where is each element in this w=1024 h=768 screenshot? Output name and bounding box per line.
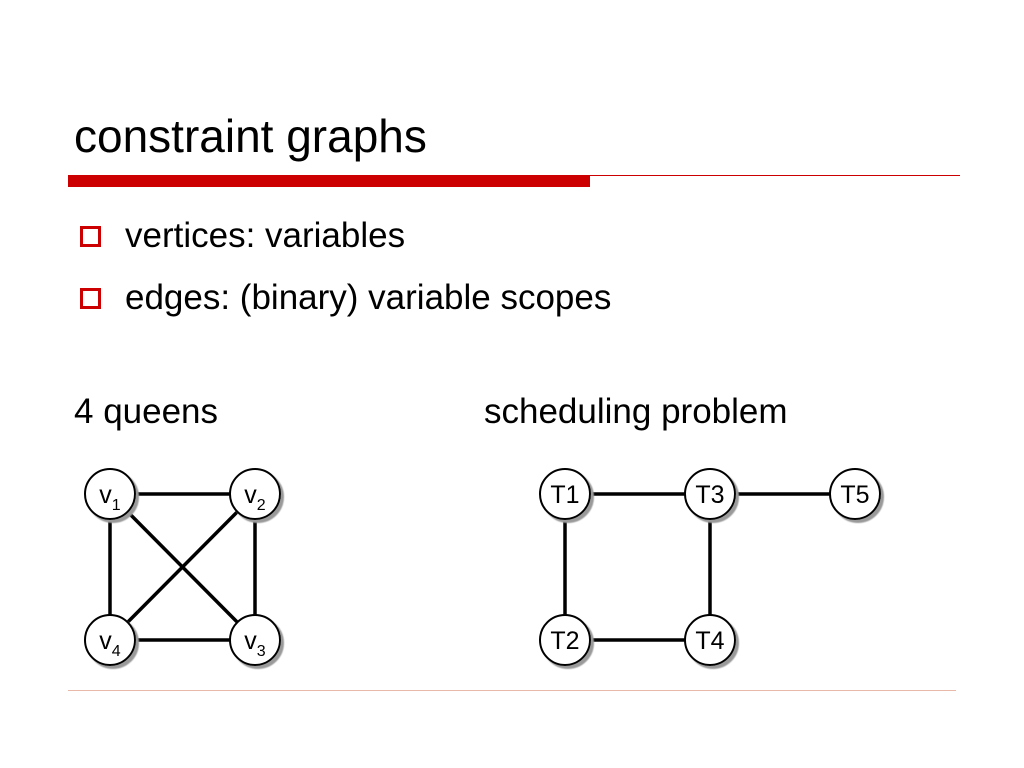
node-label-subscript: 4 xyxy=(112,643,121,660)
node-label-letter: v xyxy=(244,481,257,509)
node-circle xyxy=(84,614,136,666)
bullet-text: edges: (binary) variable scopes xyxy=(125,278,612,317)
title-underline-thin xyxy=(590,175,960,176)
node-label-letter: v xyxy=(244,627,257,655)
node-t1: T1 xyxy=(539,468,591,520)
node-v3: v3 xyxy=(229,614,281,666)
node-circle xyxy=(539,468,591,520)
node-circle xyxy=(229,468,281,520)
square-bullet-icon xyxy=(80,225,101,247)
node-label: v4 xyxy=(99,627,121,660)
node-label: T1 xyxy=(550,481,579,509)
node-circle xyxy=(539,614,591,666)
node-v2: v2 xyxy=(229,468,281,520)
node-label: v3 xyxy=(244,627,266,660)
node-v1: v1 xyxy=(84,468,136,520)
node-circle xyxy=(684,614,736,666)
scheduling-graph-label: scheduling problem xyxy=(484,392,788,431)
node-t5: T5 xyxy=(829,468,881,520)
bullet-item: vertices: variables xyxy=(80,205,611,267)
node-label-subscript: 2 xyxy=(257,497,266,514)
node-circle xyxy=(684,468,736,520)
node-label-letter: v xyxy=(99,481,112,509)
node-label-letter: v xyxy=(99,627,112,655)
node-v4: v4 xyxy=(84,614,136,666)
edges-layer xyxy=(108,492,855,642)
square-bullet-icon xyxy=(80,287,101,309)
node-t4: T4 xyxy=(684,614,736,666)
node-t3: T3 xyxy=(684,468,736,520)
node-circle xyxy=(229,614,281,666)
slide-title: constraint graphs xyxy=(74,110,427,162)
bullet-text: vertices: variables xyxy=(125,216,406,255)
node-circle xyxy=(84,468,136,520)
edge-v2-v4 xyxy=(108,492,257,642)
node-label: T5 xyxy=(840,481,869,509)
node-t2: T2 xyxy=(539,614,591,666)
node-label: T3 xyxy=(695,481,724,509)
node-label: T2 xyxy=(550,627,579,655)
title-underline-thick xyxy=(68,175,590,187)
queens-graph-label: 4 queens xyxy=(74,392,219,431)
node-circle xyxy=(829,468,881,520)
node-label-subscript: 1 xyxy=(112,497,121,514)
bullet-item: edges: (binary) variable scopes xyxy=(80,267,611,329)
footer-divider xyxy=(68,690,956,691)
bullet-list: vertices: variables edges: (binary) vari… xyxy=(80,205,611,329)
node-label: v2 xyxy=(244,481,266,514)
node-label-subscript: 3 xyxy=(257,643,266,660)
node-label: T4 xyxy=(695,627,724,655)
node-label: v1 xyxy=(99,481,121,514)
